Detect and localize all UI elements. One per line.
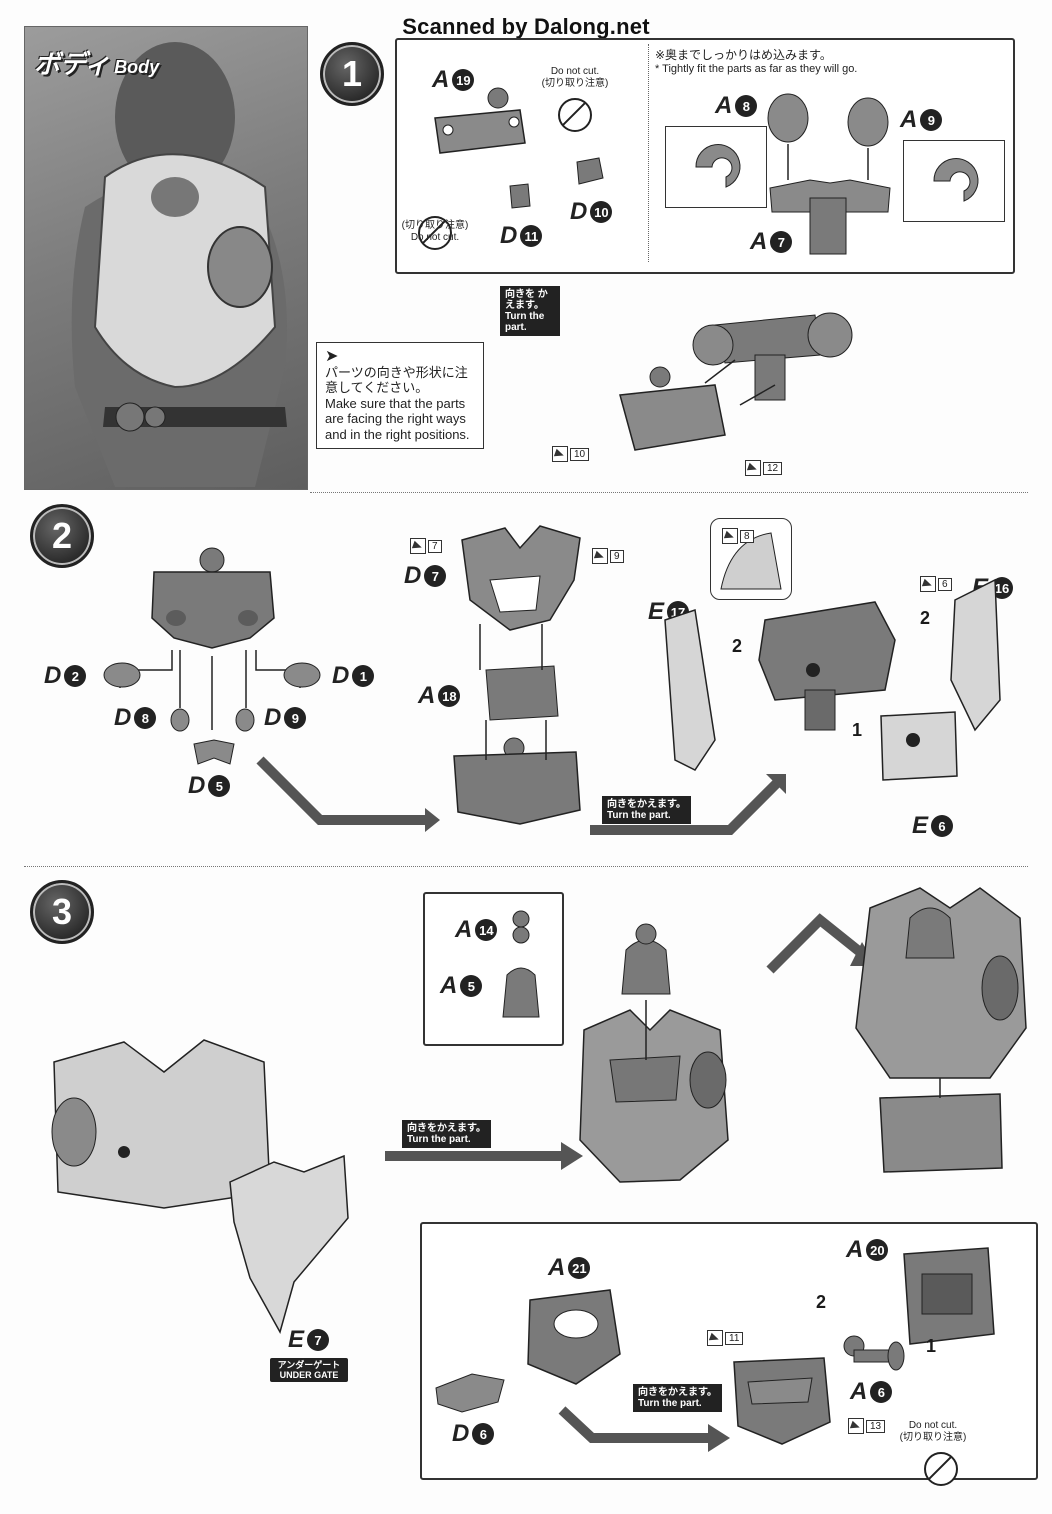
step2-torso-core — [151, 547, 275, 649]
gate-marker-8: 8 — [722, 528, 754, 544]
turn-part-tag-step3-a: 向きをかえます。Turn the part. — [402, 1120, 491, 1148]
part-a21-illustration — [527, 1289, 621, 1385]
part-a8-inset — [665, 126, 767, 208]
order-marker-step3-1: 1 — [926, 1336, 937, 1356]
part-d1-illustration — [283, 662, 321, 688]
gate-marker-11: 11 — [707, 1330, 744, 1346]
step-divider-2 — [24, 866, 1028, 867]
step3-flow-arrow-2 — [385, 1142, 583, 1170]
part-a19-illustration — [434, 87, 526, 154]
step2-flow-arrow-1 — [256, 756, 440, 832]
step2-flow-arrow-2 — [590, 774, 786, 835]
section-title-en: Body — [114, 57, 160, 77]
step3-upper-assembly — [579, 923, 729, 1183]
section-title-jp: ボディ — [34, 49, 111, 79]
part-a9-inset — [903, 140, 1005, 222]
do-not-cut-note-left: (切り取り注意)Do not cut. — [401, 220, 469, 243]
gate-marker-7: 7 — [410, 538, 442, 554]
gate-marker-10: 10 — [552, 446, 590, 462]
no-cut-icon-1 — [558, 98, 592, 132]
step3-flow-arrow-3 — [558, 1406, 730, 1452]
part-d5-illustration — [193, 739, 235, 765]
step1-bubble-divider — [648, 44, 649, 262]
order-marker-1: 1 — [852, 720, 863, 740]
step2-back-assembly — [664, 578, 1001, 781]
step-number-3: 3 — [30, 880, 94, 944]
no-cut-icon-2 — [418, 216, 452, 250]
caution-text-en: Make sure that the parts are facing the … — [325, 395, 470, 442]
orientation-caution-note: ➤ パーツの向きや形状に注意してください。 Make sure that the… — [316, 342, 484, 449]
gate-marker-9: 9 — [592, 548, 624, 564]
part-d10-illustration — [576, 157, 604, 185]
step-number-2: 2 — [30, 504, 94, 568]
do-not-cut-note-top: Do not cut.(切り取り注意) — [541, 66, 609, 89]
part-d6-illustration — [435, 1373, 505, 1413]
fit-note-en: * Tightly fit the parts as far as they w… — [655, 63, 858, 75]
caution-arrow-icon: ➤ — [325, 348, 339, 365]
scanned-by-watermark: Scanned by Dalong.net — [402, 14, 650, 39]
caution-text-jp: パーツの向きや形状に注意してください。 — [325, 364, 468, 396]
gate-marker-12: 12 — [745, 460, 783, 476]
part-a20-illustration — [903, 1247, 995, 1345]
step-number-1: 1 — [320, 42, 384, 106]
order-marker-2a: 2 — [732, 636, 743, 656]
order-marker-2b: 2 — [920, 608, 931, 628]
turn-part-tag-step2: 向きをかえます。Turn the part. — [602, 796, 691, 824]
part-d9-illustration — [235, 708, 255, 732]
part-d11-illustration — [509, 183, 531, 209]
part-d2-illustration — [103, 662, 141, 688]
step3-finished-torso — [855, 887, 1027, 1173]
step3-neck-bubble — [423, 892, 564, 1046]
part-a7-assembly — [767, 93, 891, 255]
part-d8-illustration — [170, 708, 190, 732]
order-marker-step3-2: 2 — [816, 1292, 827, 1312]
part-a14-a5-illustration — [502, 910, 540, 1018]
step3-back-panel-assembly — [51, 1039, 349, 1334]
gate-marker-6: 6 — [920, 576, 952, 592]
turn-part-tag-step3-b: 向きをかえます。Turn the part. — [633, 1384, 722, 1412]
part-a6-illustration — [843, 1335, 905, 1371]
step3-waist-assembly — [733, 1357, 831, 1445]
body-reference-photo — [24, 26, 308, 490]
step-divider-1 — [310, 492, 1028, 493]
turn-part-tag-step1: 向きを かえます。Turn the part. — [500, 286, 560, 336]
fit-note-jp: ※奥までしっかりはめ込みます。 — [655, 48, 832, 62]
do-not-cut-note-step3: Do not cut.(切り取り注意) — [899, 1420, 967, 1443]
step2-chest-assembly — [453, 525, 581, 825]
gate-marker-13: 13 — [848, 1418, 886, 1434]
no-cut-icon-3 — [924, 1452, 958, 1486]
step1-assembled-torso — [619, 312, 853, 451]
step1-fit-note: ※奥までしっかりはめ込みます。 * Tightly fit the parts … — [655, 48, 857, 76]
